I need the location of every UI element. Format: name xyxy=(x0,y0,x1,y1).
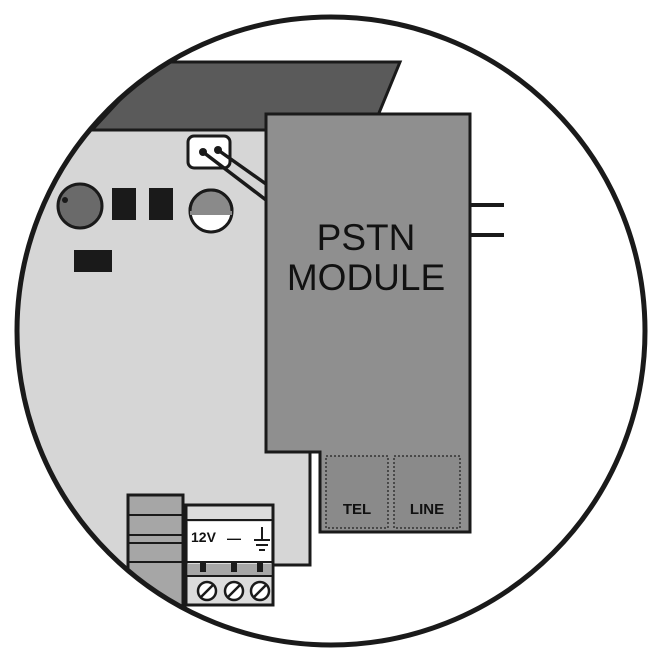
terminal-screw-3 xyxy=(249,580,271,602)
module-title-line-1: PSTN xyxy=(317,217,416,258)
power-terminal-block: 12V — xyxy=(184,503,275,607)
chip-2 xyxy=(149,188,173,220)
wire-2 xyxy=(216,148,268,186)
tel-port-label: TEL xyxy=(343,501,371,518)
terminal-label-12v: 12V xyxy=(191,529,217,545)
potentiometer xyxy=(56,182,104,230)
ground-symbol-icon xyxy=(254,527,270,551)
board-components xyxy=(56,134,268,272)
chip-3 xyxy=(74,250,112,272)
chip-1 xyxy=(112,188,136,220)
pstn-module: PSTN MODULE TEL LINE xyxy=(264,112,504,534)
magnifier-circle-frame xyxy=(14,14,648,648)
potentiometer-dot xyxy=(62,197,68,203)
wire-1 xyxy=(201,150,268,202)
line-port: LINE xyxy=(393,455,461,529)
tel-port: TEL xyxy=(325,455,389,529)
wire-connector xyxy=(186,134,232,170)
terminal-screw-2 xyxy=(223,580,245,602)
pstn-module-body xyxy=(264,112,472,534)
terminal-label-minus: — xyxy=(227,530,241,546)
module-title-line-2: MODULE xyxy=(287,257,445,298)
line-port-label: LINE xyxy=(410,501,444,518)
terminal-screw-1 xyxy=(196,580,218,602)
capacitor xyxy=(188,188,234,234)
